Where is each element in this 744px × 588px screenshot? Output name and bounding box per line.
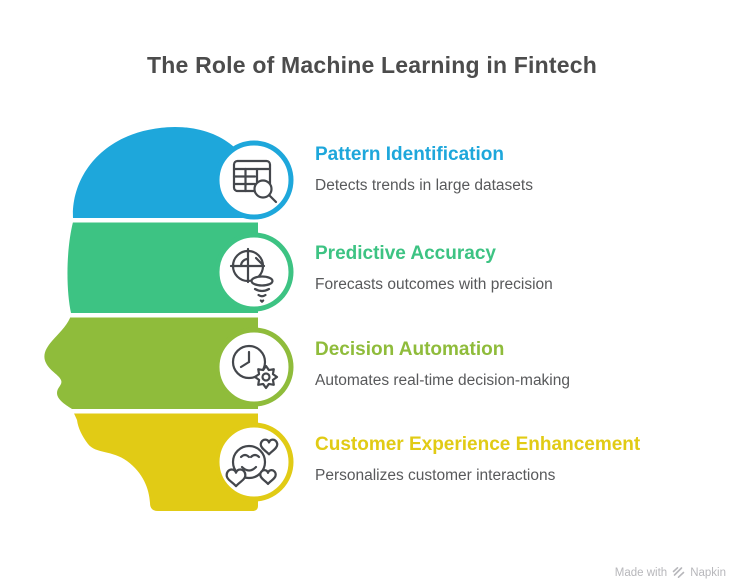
item-description: Automates real-time decision-making — [315, 372, 570, 389]
icon-circle-customer-experience — [214, 422, 294, 502]
icon-circle-predictive-accuracy — [214, 232, 294, 312]
pie-funnel-icon — [229, 247, 274, 303]
list-item-customer-experience: Customer Experience Enhancement Personal… — [315, 434, 715, 485]
item-description: Forecasts outcomes with precision — [315, 276, 553, 293]
item-description: Personalizes customer interactions — [315, 467, 556, 484]
item-title: Predictive Accuracy — [315, 243, 496, 264]
smiley-hearts-icon — [225, 438, 279, 488]
clock-gear-icon — [231, 344, 279, 390]
item-title: Decision Automation — [315, 339, 505, 360]
napkin-logo-icon — [672, 567, 685, 578]
item-title: Customer Experience Enhancement — [315, 434, 641, 455]
made-with-napkin-credit[interactable]: Made with Napkin — [615, 566, 726, 579]
icon-circle-pattern-identification — [214, 140, 294, 220]
napkin-brand-label: Napkin — [690, 566, 726, 579]
table-search-icon — [232, 159, 278, 204]
item-title: Pattern Identification — [315, 144, 504, 165]
list-item-decision-automation: Decision Automation Automates real-time … — [315, 339, 715, 390]
list-item-pattern-identification: Pattern Identification Detects trends in… — [315, 144, 715, 195]
icon-circle-decision-automation — [214, 327, 294, 407]
list-item-predictive-accuracy: Predictive Accuracy Forecasts outcomes w… — [315, 243, 715, 294]
item-description: Detects trends in large datasets — [315, 177, 533, 194]
made-with-label: Made with — [614, 566, 668, 579]
page-title: The Role of Machine Learning in Fintech — [147, 52, 597, 78]
